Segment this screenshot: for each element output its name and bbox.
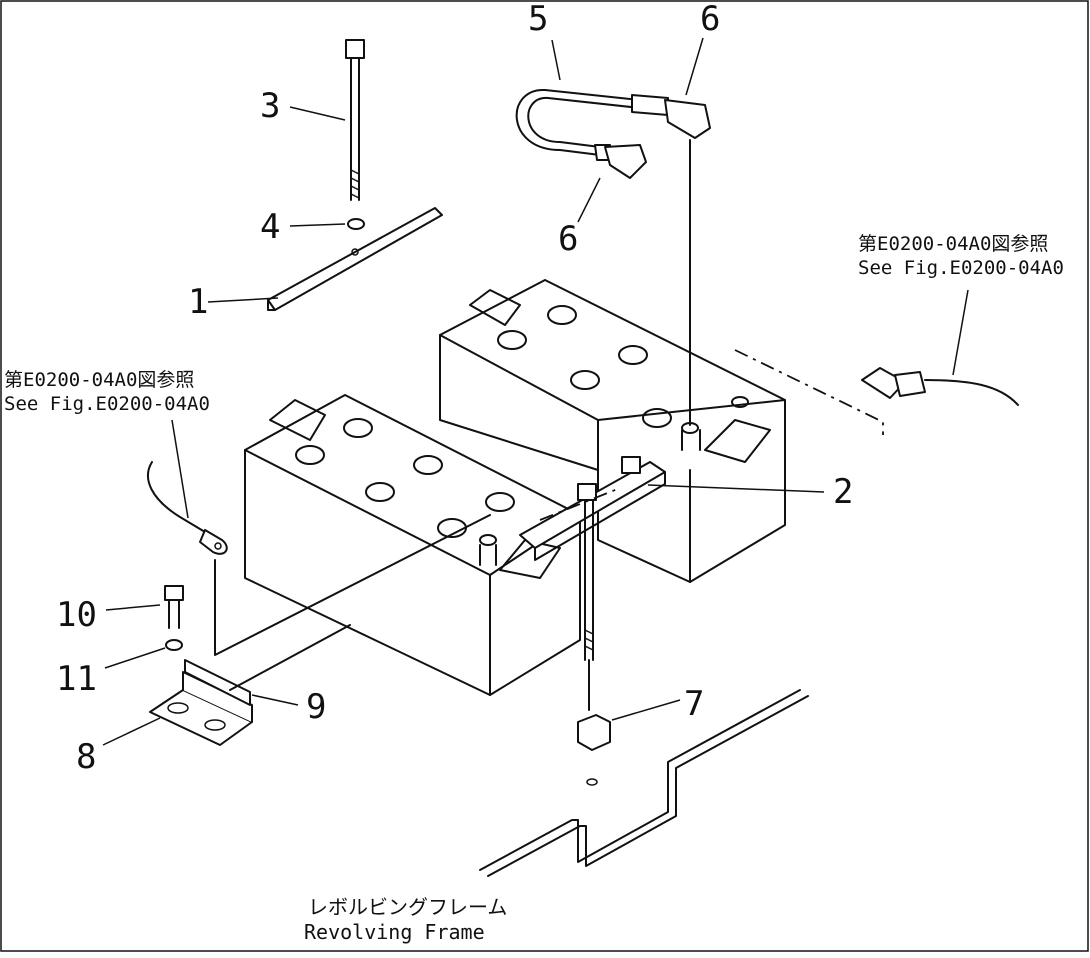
leader-4 — [289, 223, 346, 227]
leader-8 — [102, 717, 161, 746]
clamp-rod — [584, 499, 594, 711]
ref-left-ja: 第E0200-04A0図参照 — [4, 369, 194, 391]
revolving-frame — [479, 689, 809, 877]
leader-11 — [104, 647, 166, 669]
callout-6-upper: 6 — [700, 0, 720, 39]
centerline-mid — [539, 487, 621, 521]
part-10-bolt — [164, 585, 184, 629]
part-11-washer — [165, 639, 183, 651]
leader-ref-left — [171, 419, 189, 519]
part-9-plate — [184, 659, 251, 706]
part-1-support-bar — [267, 207, 443, 311]
frame-label-en: Revolving Frame — [304, 920, 485, 944]
right-cable — [924, 379, 1019, 406]
left-cable-lug — [199, 529, 228, 555]
part-5-cable — [515, 88, 641, 156]
callout-5: 5 — [528, 0, 548, 39]
leader-10 — [105, 604, 161, 611]
bracket-leader-b — [229, 624, 351, 691]
leader-7 — [611, 699, 681, 721]
leader-6a — [685, 37, 704, 96]
part-8-bracket — [149, 671, 253, 746]
callout-2: 2 — [833, 472, 853, 512]
callout-10: 10 — [56, 595, 97, 635]
leader-9 — [251, 694, 299, 706]
part-6-terminal-lower — [594, 144, 647, 179]
part-6-terminal-upper — [631, 94, 711, 139]
leader-5 — [551, 39, 561, 81]
callout-9: 9 — [306, 687, 326, 727]
callout-4: 4 — [260, 207, 280, 247]
part-7-nut — [577, 714, 611, 751]
bracket-leader-a — [214, 514, 491, 656]
leader-6b — [577, 177, 601, 223]
callout-1: 1 — [188, 282, 208, 322]
leader-3 — [289, 106, 346, 121]
left-ground-cable — [147, 461, 211, 536]
ref-right-ja: 第E0200-04A0図参照 — [858, 233, 1048, 255]
leader-2 — [647, 484, 825, 493]
rear-battery — [439, 279, 786, 583]
frame-label-ja: レボルビングフレーム — [308, 895, 507, 919]
ref-right-en: See Fig.E0200-04A0 — [858, 257, 1064, 279]
callout-7: 7 — [684, 684, 704, 724]
part-4-washer — [347, 218, 365, 230]
leader-ref-right — [952, 289, 969, 376]
callout-8: 8 — [76, 737, 96, 777]
ref-left-en: See Fig.E0200-04A0 — [4, 393, 210, 415]
part-3-long-bolt — [345, 39, 365, 201]
leader-1 — [207, 297, 279, 303]
callout-6-lower: 6 — [558, 219, 578, 259]
callout-11: 11 — [56, 659, 97, 699]
callout-3: 3 — [260, 86, 280, 126]
